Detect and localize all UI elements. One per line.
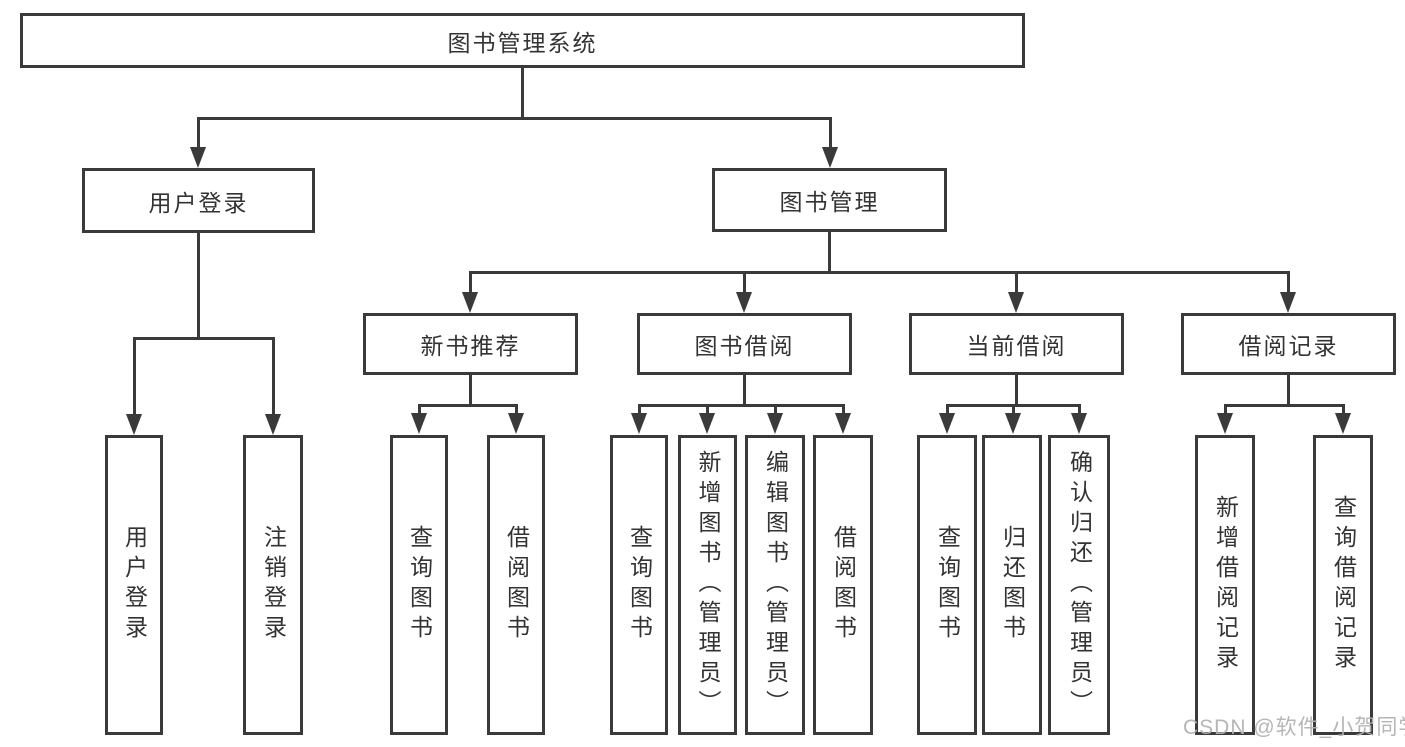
arrowhead-down-icon	[462, 292, 478, 313]
leaf-user-login-label: 用户登录	[121, 525, 148, 645]
leaf-return-books: 归还图书	[982, 435, 1042, 735]
leaf-query-books-current-label: 查询图书	[934, 525, 961, 645]
arrowhead-down-icon	[1071, 413, 1087, 434]
connector-drop	[469, 271, 472, 294]
arrowhead-down-icon	[822, 147, 838, 168]
arrowhead-down-icon	[1280, 292, 1296, 313]
node-new-book-recommend: 新书推荐	[363, 313, 578, 375]
leaf-confirm-return-admin-label: 确认归还（管理员）	[1066, 450, 1093, 720]
arrowhead-down-icon	[1217, 413, 1233, 434]
connector-drop	[418, 404, 421, 415]
leaf-query-books-recommend: 查询图书	[390, 435, 448, 735]
arrowhead-down-icon	[835, 413, 851, 434]
node-book-management-label: 图书管理	[779, 189, 880, 215]
arrowhead-down-icon	[1005, 413, 1021, 434]
arrowhead-down-icon	[126, 414, 142, 435]
connector-drop	[638, 404, 641, 415]
leaf-add-borrow-record-label: 新增借阅记录	[1212, 495, 1239, 675]
connector-newbook-rail	[418, 404, 518, 407]
leaf-query-books-borrow: 查询图书	[610, 435, 668, 735]
connector-bookmgmt-rail	[469, 271, 1290, 274]
arrowhead-down-icon	[1008, 292, 1024, 313]
connector-userlogin-stem	[197, 233, 200, 339]
leaf-query-borrow-record-label: 查询借阅记录	[1330, 495, 1357, 675]
arrowhead-down-icon	[767, 413, 783, 434]
connector-borrow-rail	[638, 404, 845, 407]
csdn-watermark: CSDN @软件_小贺同学	[1183, 716, 1405, 739]
leaf-borrow-books-label: 借阅图书	[830, 525, 857, 645]
connector-newbook-stem	[469, 375, 472, 406]
arrowhead-down-icon	[939, 413, 955, 434]
leaf-add-borrow-record: 新增借阅记录	[1195, 435, 1255, 735]
connector-drop	[1015, 271, 1018, 294]
connector-drop	[829, 117, 832, 149]
arrowhead-down-icon	[1335, 413, 1351, 434]
connector-drop	[1342, 404, 1345, 415]
connector-drop	[197, 117, 200, 149]
leaf-query-books-recommend-label: 查询图书	[406, 525, 433, 645]
node-book-borrowing: 图书借阅	[637, 313, 852, 375]
connector-root-rail	[197, 117, 832, 120]
node-borrowing-records: 借阅记录	[1181, 313, 1396, 375]
leaf-add-books-admin-label: 新增图书（管理员）	[695, 450, 721, 720]
connector-drop	[706, 404, 709, 415]
node-user-login-label: 用户登录	[148, 189, 249, 216]
leaf-query-books-current: 查询图书	[917, 435, 977, 735]
arrowhead-down-icon	[699, 413, 715, 434]
node-current-borrowing: 当前借阅	[909, 313, 1124, 375]
arrowhead-down-icon	[411, 413, 427, 434]
leaf-borrow-books: 借阅图书	[813, 435, 873, 735]
leaf-logout: 注销登录	[243, 435, 303, 735]
node-book-management: 图书管理	[712, 168, 947, 232]
connector-records-rail	[1224, 404, 1345, 407]
arrowhead-down-icon	[190, 147, 206, 168]
arrowhead-down-icon	[736, 292, 752, 313]
leaf-return-books-label: 归还图书	[999, 525, 1026, 645]
leaf-borrow-books-recommend-label: 借阅图书	[503, 525, 530, 645]
leaf-logout-label: 注销登录	[260, 525, 287, 645]
connector-current-stem	[1015, 375, 1018, 406]
arrowhead-down-icon	[508, 413, 524, 434]
node-borrowing-records-label: 借阅记录	[1238, 333, 1339, 359]
connector-root-stem	[521, 68, 524, 120]
connector-drop	[1012, 404, 1015, 415]
connector-drop	[133, 337, 136, 416]
leaf-borrow-books-recommend: 借阅图书	[487, 435, 545, 735]
connector-drop	[774, 404, 777, 415]
connector-drop	[842, 404, 845, 415]
node-new-book-recommend-label: 新书推荐	[420, 333, 521, 359]
leaf-query-borrow-record: 查询借阅记录	[1313, 435, 1373, 735]
node-user-login: 用户登录	[82, 168, 315, 233]
connector-drop	[1287, 271, 1290, 294]
leaf-user-login: 用户登录	[105, 435, 163, 735]
node-root-label: 图书管理系统	[447, 29, 598, 56]
connector-userlogin-rail	[133, 337, 275, 340]
connector-drop	[1078, 404, 1081, 415]
connector-records-stem	[1287, 375, 1290, 406]
leaf-confirm-return-admin: 确认归还（管理员）	[1048, 435, 1110, 735]
connector-bookmgmt-stem	[828, 232, 831, 274]
arrowhead-down-icon	[265, 414, 281, 435]
leaf-edit-books-admin-label: 编辑图书（管理员）	[762, 450, 789, 720]
connector-borrow-stem	[743, 375, 746, 406]
node-book-borrowing-label: 图书借阅	[694, 333, 795, 359]
connector-drop	[1224, 404, 1227, 415]
leaf-query-books-borrow-label: 查询图书	[626, 525, 653, 645]
connector-drop	[515, 404, 518, 415]
arrowhead-down-icon	[631, 413, 647, 434]
connector-drop	[743, 271, 746, 294]
connector-drop	[946, 404, 949, 415]
node-current-borrowing-label: 当前借阅	[966, 333, 1067, 359]
leaf-edit-books-admin: 编辑图书（管理员）	[745, 435, 805, 735]
leaf-add-books-admin: 新增图书（管理员）	[678, 435, 737, 735]
node-root: 图书管理系统	[20, 13, 1025, 68]
connector-drop	[272, 337, 275, 416]
